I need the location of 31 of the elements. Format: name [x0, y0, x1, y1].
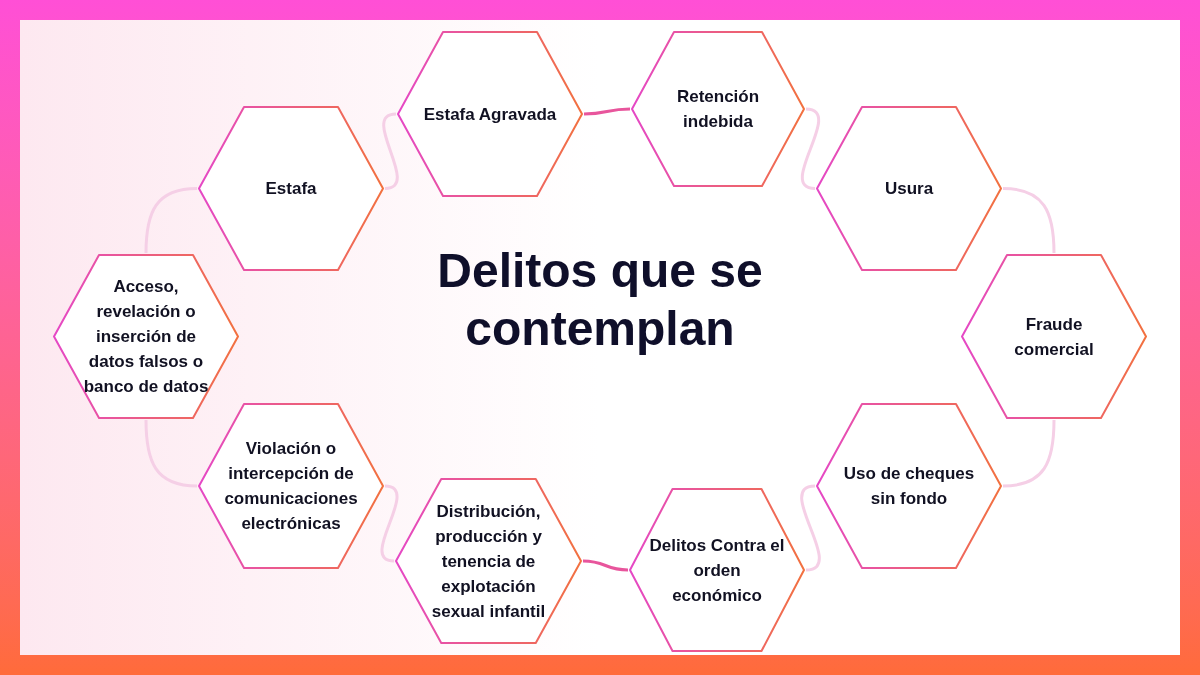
hexagon-node: [815, 105, 1003, 272]
node-label: Retención indebida: [675, 86, 761, 133]
connector-line: [382, 112, 399, 190]
node-label: Estafa: [264, 178, 318, 200]
node-label: Uso de cheques sin fondo: [842, 463, 976, 510]
connector-line: [144, 187, 198, 254]
hexagon-node: [197, 105, 385, 272]
hexagon-node: [960, 253, 1148, 420]
hexagon-node: [394, 477, 583, 645]
connector-line: [380, 484, 399, 563]
node-label: Usura: [883, 178, 935, 200]
node-label: Distribución, producción y tenencia de explotación sexual infantil: [430, 500, 547, 623]
hexagon-node: [815, 402, 1003, 570]
connector-line: [144, 419, 198, 488]
connector-line: [800, 484, 821, 572]
connector-line: [800, 107, 821, 190]
hexagon-node: [628, 487, 806, 653]
diagram-title: Delitos que se contemplan: [436, 243, 764, 357]
connector-line: [582, 559, 629, 572]
connector-line: [1002, 187, 1056, 254]
node-label: Acceso, revelación o inserción de datos falsos o banco de datos: [82, 276, 210, 398]
hexagon-node: [197, 402, 385, 570]
hexagon-node: [630, 30, 806, 188]
node-label: Fraude comercial: [1013, 313, 1095, 361]
hexagon-node: [52, 253, 240, 420]
node-label: Delitos Contra el orden económico: [648, 534, 786, 607]
connector-line: [583, 107, 631, 116]
node-label: Estafa Agravada: [422, 103, 558, 126]
node-label: Violación o intercepción de comunicaciones electrónicas: [223, 438, 359, 535]
connector-line: [1002, 419, 1056, 488]
hexagon-node: [396, 30, 584, 198]
